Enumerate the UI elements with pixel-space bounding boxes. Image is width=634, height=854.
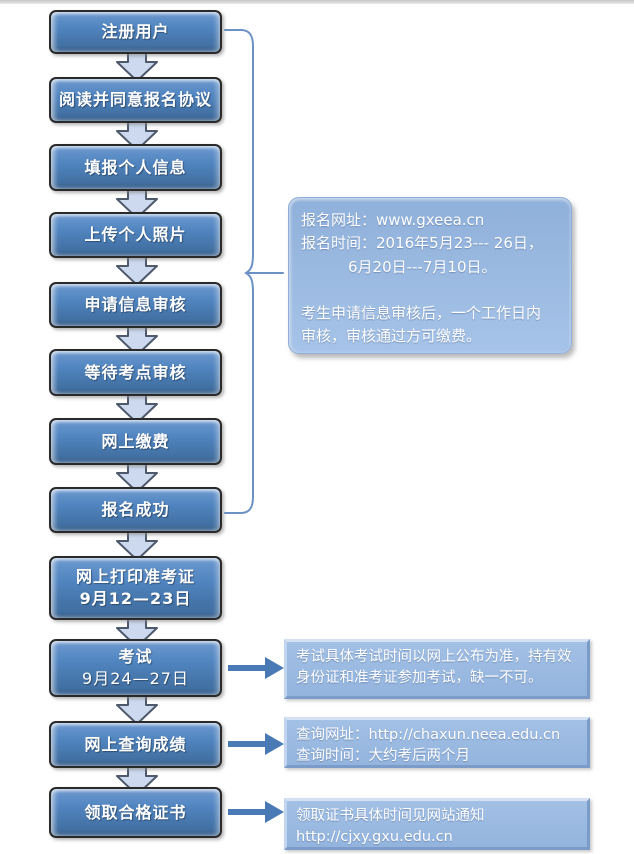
flow-step-check-score: 网上查询成绩 [49,721,222,768]
flow-step-wait-review: 等待考点审核 [49,349,222,396]
exam-note-text: 考试具体考试时间以网上公布为准，持有效身份证和准考证参加考试，缺一不可。 [296,649,572,686]
right-arrow-icon [228,657,284,679]
flow-step-register-success: 报名成功 [49,487,222,533]
flow-step-label: 等待考点审核 [84,362,187,382]
flow-step-label: 报名成功 [101,500,170,520]
score-note: 查询网址：http://chaxun.neea.edu.cn 查询时间：大约考后… [284,717,590,768]
right-arrow-icon [228,733,284,755]
registration-note-time2: 6月20日---7月10日。 [348,257,497,276]
flow-step-dates: 9月12—23日 [79,589,192,608]
flow-step-agree: 阅读并同意报名协议 [49,77,222,123]
flow-step-label: 领取合格证书 [84,802,187,822]
flow-step-upload-photo: 上传个人照片 [49,212,222,258]
top-border-strip [0,0,634,4]
flow-step-pay-online: 网上缴费 [49,418,222,465]
brace-connector [224,29,284,514]
flow-step-fill-info: 填报个人信息 [49,144,222,191]
flow-step-register: 注册用户 [49,10,222,54]
flow-step-print-ticket: 网上打印准考证 9月12—23日 [49,556,222,620]
score-note-time: 查询时间：大约考后两个月 [296,747,470,764]
flow-step-get-certificate: 领取合格证书 [49,787,222,838]
right-arrow-icon [228,801,284,823]
exam-note: 考试具体考试时间以网上公布为准，持有效身份证和准考证参加考试，缺一不可。 [284,639,590,699]
certificate-note-url: http://cjxy.gxu.edu.cn [296,828,453,845]
certificate-note: 领取证书具体时间见网站通知 http://cjxy.gxu.edu.cn [284,798,590,850]
flow-step-label: 注册用户 [101,22,170,42]
registration-note-url: 报名网址：www.gxeea.cn [301,211,485,229]
flow-step-label: 阅读并同意报名协议 [58,90,212,110]
flow-step-label: 填报个人信息 [84,157,187,177]
registration-note-time: 报名时间：2016年5月23--- 26日， [301,234,543,253]
registration-note: 报名网址：www.gxeea.cn 报名时间：2016年5月23--- 26日，… [288,197,572,354]
flow-step-label: 网上打印准考证 [75,567,195,587]
flow-step-label: 申请信息审核 [84,295,187,315]
flow-step-label: 网上查询成绩 [84,734,187,754]
certificate-note-text: 领取证书具体时间见网站通知 [296,808,485,824]
flow-step-label: 上传个人照片 [84,225,187,245]
score-note-url: 查询网址：http://chaxun.neea.edu.cn [296,727,561,743]
flow-step-apply-review: 申请信息审核 [49,282,222,328]
flow-step-exam: 考试 9月24—27日 [49,639,222,697]
flow-step-dates: 9月24—27日 [82,669,189,688]
flow-step-label: 网上缴费 [101,431,170,451]
registration-note-review2: 审核，审核通过方可缴费。 [301,327,482,345]
flow-step-label: 考试 [118,647,153,667]
registration-note-review1: 考生申请信息审核后，一个工作日内 [301,303,542,322]
